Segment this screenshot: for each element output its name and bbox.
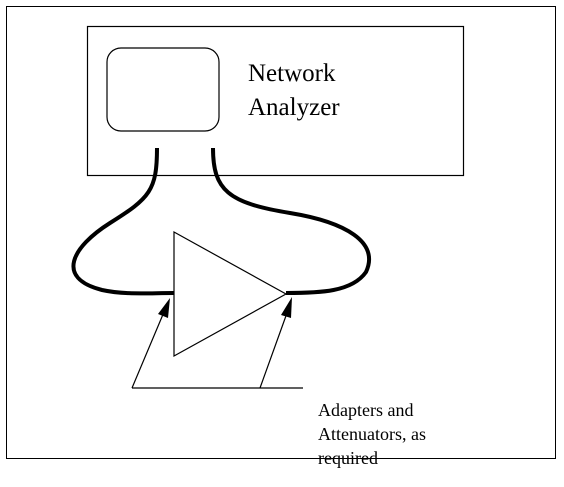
- left-cable: [71, 147, 175, 296]
- left-pointer-arrow: [131, 311, 165, 389]
- amplifier-triangle: [173, 230, 288, 358]
- right-arrowhead: [281, 297, 292, 318]
- right-cable: [211, 147, 372, 295]
- network-analyzer-box: [86, 25, 465, 177]
- adapters-caption-line2: Attenuators, as: [318, 424, 426, 444]
- adapters-caption-line1: Adapters and: [318, 400, 414, 420]
- adapters-caption: Adapters and Attenuators, as required: [318, 398, 426, 470]
- network-analyzer-label-line2: Analyzer: [248, 94, 340, 121]
- adapters-caption-line3: required: [318, 448, 378, 468]
- page-border: [6, 6, 556, 459]
- left-arrowhead: [158, 298, 170, 318]
- network-analyzer-label-line1: Network: [248, 60, 336, 87]
- analyzer-screen: [106, 47, 220, 132]
- right-pointer-arrow: [259, 312, 288, 389]
- network-analyzer-label: Network Analyzer: [248, 57, 340, 125]
